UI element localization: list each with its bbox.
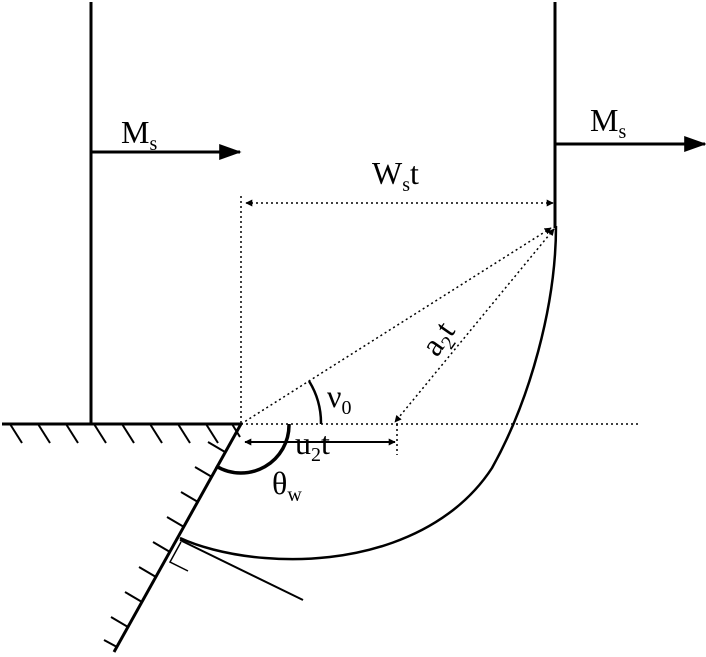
right-angle-marker xyxy=(168,541,189,572)
wst-label: Wst xyxy=(372,155,419,196)
thetaw-label: θw xyxy=(272,465,302,506)
wedge-wall-hatching xyxy=(103,441,226,648)
horizontal-wall-hatching xyxy=(9,423,241,444)
nu0-angle-arc xyxy=(307,380,323,425)
wedge-wall xyxy=(112,423,243,653)
tangent-line xyxy=(179,539,304,601)
nu0-label: ν0 xyxy=(327,378,351,419)
reflected-shock-curve xyxy=(179,225,558,561)
u2t-label: u2t xyxy=(295,425,330,466)
ms-left-label: Ms xyxy=(121,114,157,155)
a2t-dimension-arrow xyxy=(394,228,555,423)
thetaw-angle-arc xyxy=(215,423,291,475)
a2t-label: a2t xyxy=(413,314,466,365)
ms-right-label: Ms xyxy=(590,102,626,143)
nu0-ray xyxy=(240,227,552,425)
